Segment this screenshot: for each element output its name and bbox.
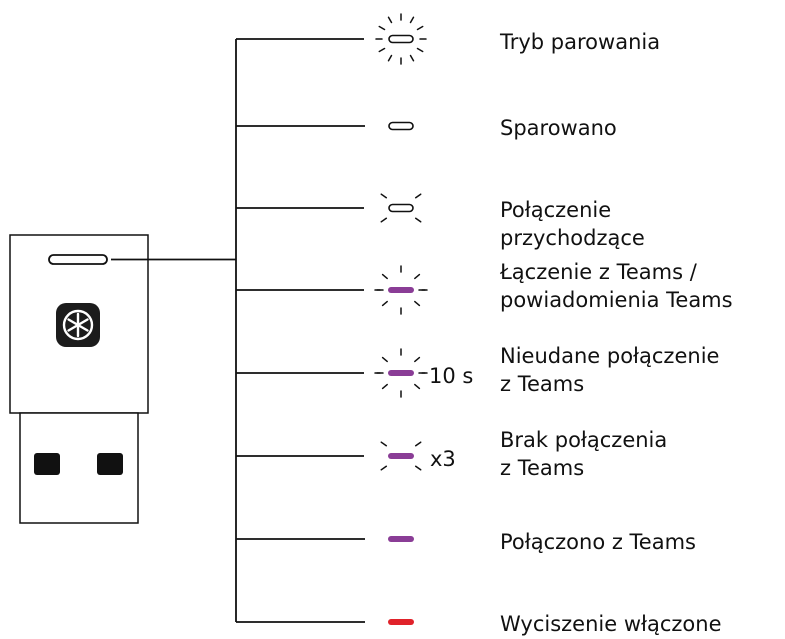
state-row	[236, 121, 414, 131]
led-ray	[380, 217, 388, 223]
state-label-line: Nieudane połączenie	[500, 344, 720, 368]
led-ray	[414, 193, 422, 199]
state-suffix: 10 s	[429, 364, 474, 388]
purple-led-icon	[388, 370, 414, 376]
led-ray	[409, 54, 415, 62]
teams-logo-icon	[56, 303, 100, 347]
led-ray	[414, 273, 421, 280]
state-row	[236, 193, 422, 223]
state-row	[236, 348, 428, 398]
state-label: Nieudane połączenie z Teams	[500, 342, 719, 398]
led-ray	[381, 356, 388, 363]
state-label-line: Łączenie z Teams /	[500, 260, 697, 284]
led-ray	[414, 300, 421, 307]
white-led-icon	[388, 203, 414, 213]
led-ray	[381, 300, 388, 307]
led-ray	[380, 441, 388, 447]
state-label-line: przychodzące	[500, 226, 645, 250]
usb-contact-left	[34, 453, 60, 475]
red-led-icon	[388, 619, 414, 625]
state-suffix: x3	[430, 447, 456, 471]
led-ray	[416, 47, 424, 53]
state-label: Sparowano	[500, 114, 617, 142]
state-row	[236, 619, 414, 625]
state-label-line: Sparowano	[500, 116, 617, 140]
led-ray	[414, 441, 422, 447]
led-ray	[414, 217, 422, 223]
purple-led-icon	[388, 536, 414, 542]
led-ray	[387, 54, 393, 62]
state-rows	[236, 13, 428, 625]
state-label: Łączenie z Teams / powiadomienia Teams	[500, 258, 733, 314]
led-ray	[378, 25, 386, 31]
state-label: Wyciszenie włączone	[500, 610, 721, 638]
led-ray	[387, 16, 393, 24]
white-led-icon	[388, 121, 414, 131]
led-ray	[416, 25, 424, 31]
state-label-line: z Teams	[500, 456, 585, 480]
state-label: Połączono z Teams	[500, 528, 696, 556]
state-row	[236, 13, 427, 65]
led-ray	[378, 47, 386, 53]
state-row	[236, 536, 414, 542]
state-label: Połączenie przychodzące	[500, 196, 645, 252]
state-label-line: Wyciszenie włączone	[500, 612, 722, 636]
led-ray	[380, 193, 388, 199]
led-ray	[409, 16, 415, 24]
state-row	[236, 265, 428, 315]
state-label-line: Brak połączenia	[500, 428, 668, 452]
state-label-line: powiadomienia Teams	[500, 288, 733, 312]
white-led-icon	[388, 34, 414, 44]
led-ray	[414, 356, 421, 363]
led-ray	[381, 383, 388, 390]
state-label-line: z Teams	[500, 372, 585, 396]
state-label: Brak połączenia z Teams	[500, 426, 667, 482]
led-ray	[380, 465, 388, 471]
state-row	[236, 441, 422, 471]
purple-led-icon	[388, 453, 414, 459]
state-label-line: Połączono z Teams	[500, 530, 696, 554]
usb-contact-right	[97, 453, 123, 475]
led-ray	[414, 465, 422, 471]
purple-led-icon	[388, 287, 414, 293]
dongle-led	[48, 254, 108, 265]
led-ray	[381, 273, 388, 280]
state-label-line: Połączenie	[500, 198, 612, 222]
usb-dongle	[9, 234, 149, 524]
led-ray	[414, 383, 421, 390]
state-label-line: Tryb parowania	[500, 30, 661, 54]
state-label: Tryb parowania	[500, 28, 660, 56]
